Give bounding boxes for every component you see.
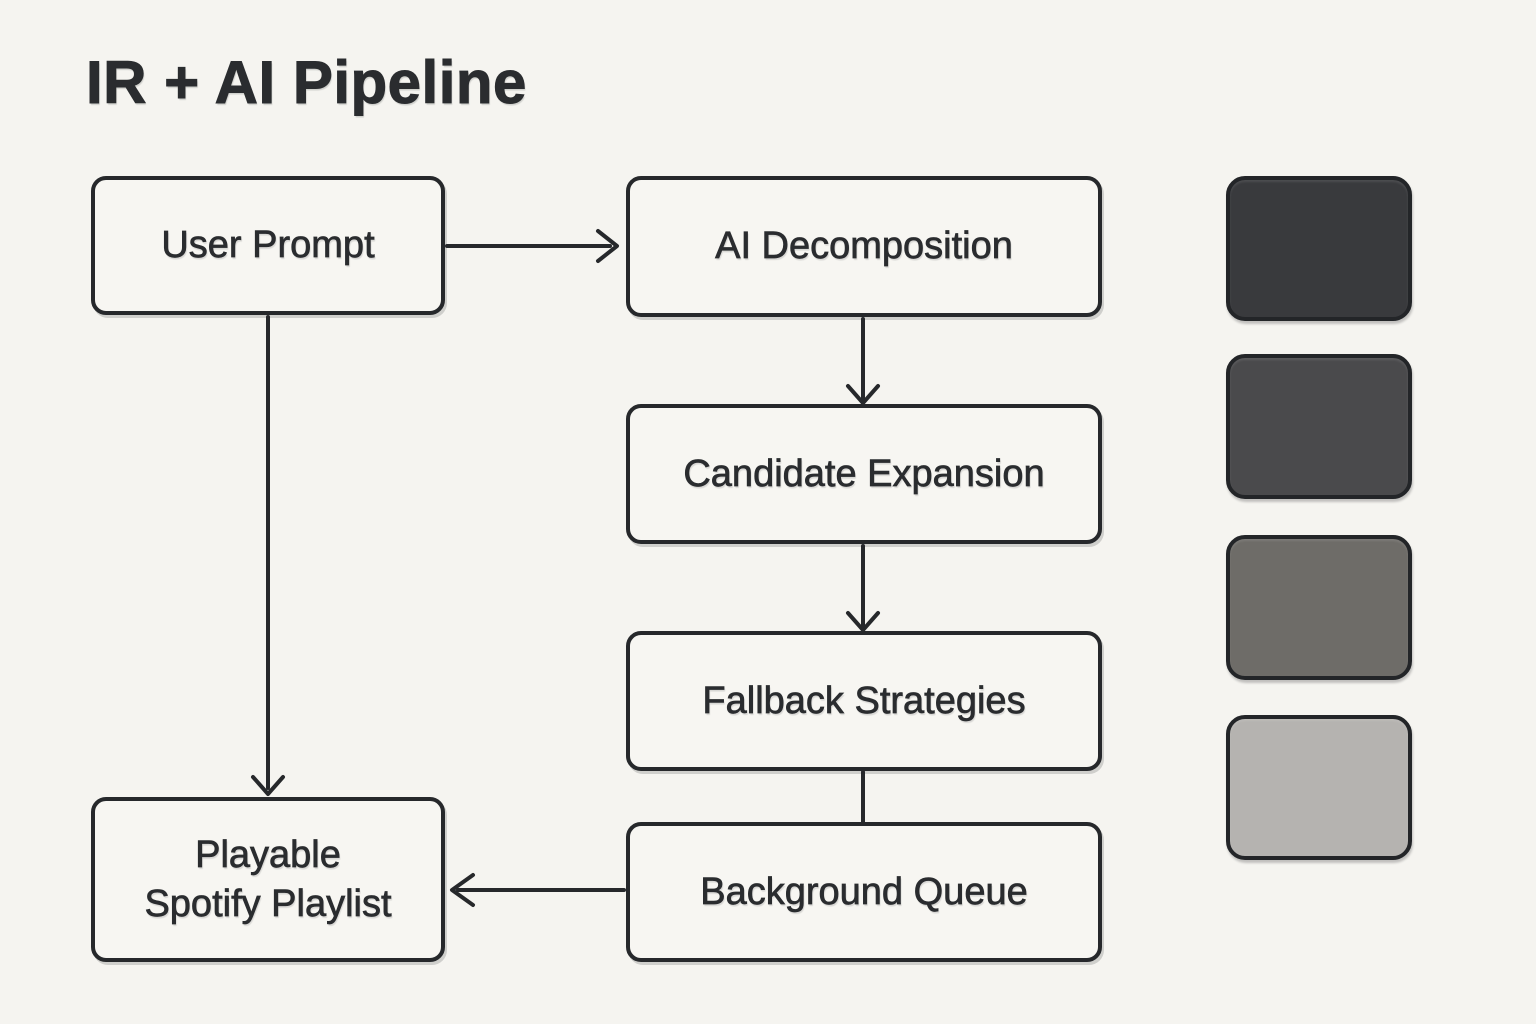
node-label: Background Queue bbox=[700, 870, 1028, 913]
node-label: Fallback Strategies bbox=[702, 679, 1026, 722]
palette-swatch-medium-gray bbox=[1226, 535, 1412, 680]
edge-candidate-expansion-to-fallback-strategies bbox=[846, 544, 880, 632]
arrowhead-down-icon bbox=[846, 611, 880, 632]
node-label: Candidate Expansion bbox=[683, 452, 1045, 495]
node-user-prompt: User Prompt bbox=[91, 176, 445, 315]
node-background-queue: Background Queue bbox=[626, 822, 1102, 962]
node-candidate-expansion: Candidate Expansion bbox=[626, 404, 1102, 544]
palette-swatch-dark-charcoal bbox=[1226, 176, 1412, 321]
edge-user-prompt-to-playable-spotify-playlist bbox=[251, 315, 285, 796]
node-playable-spotify-playlist: Playable Spotify Playlist bbox=[91, 797, 445, 962]
node-ai-decomposition: AI Decomposition bbox=[626, 176, 1102, 317]
arrowhead-right-icon bbox=[596, 229, 619, 263]
arrowhead-left-icon bbox=[450, 873, 475, 907]
node-label: AI Decomposition bbox=[715, 225, 1014, 268]
arrowhead-down-icon bbox=[251, 775, 285, 796]
palette-swatch-light-gray bbox=[1226, 715, 1412, 860]
node-fallback-strategies: Fallback Strategies bbox=[626, 631, 1102, 771]
arrowhead-down-icon bbox=[846, 384, 880, 405]
edge-background-queue-to-playable-spotify-playlist bbox=[450, 873, 626, 907]
edge-ai-decomposition-to-candidate-expansion bbox=[846, 317, 880, 405]
edge-user-prompt-to-ai-decomposition bbox=[445, 229, 619, 263]
node-label: User Prompt bbox=[161, 224, 375, 267]
palette-swatch-charcoal bbox=[1226, 354, 1412, 499]
page-title: IR + AI Pipeline bbox=[86, 49, 527, 117]
node-label: Playable Spotify Playlist bbox=[144, 833, 392, 925]
